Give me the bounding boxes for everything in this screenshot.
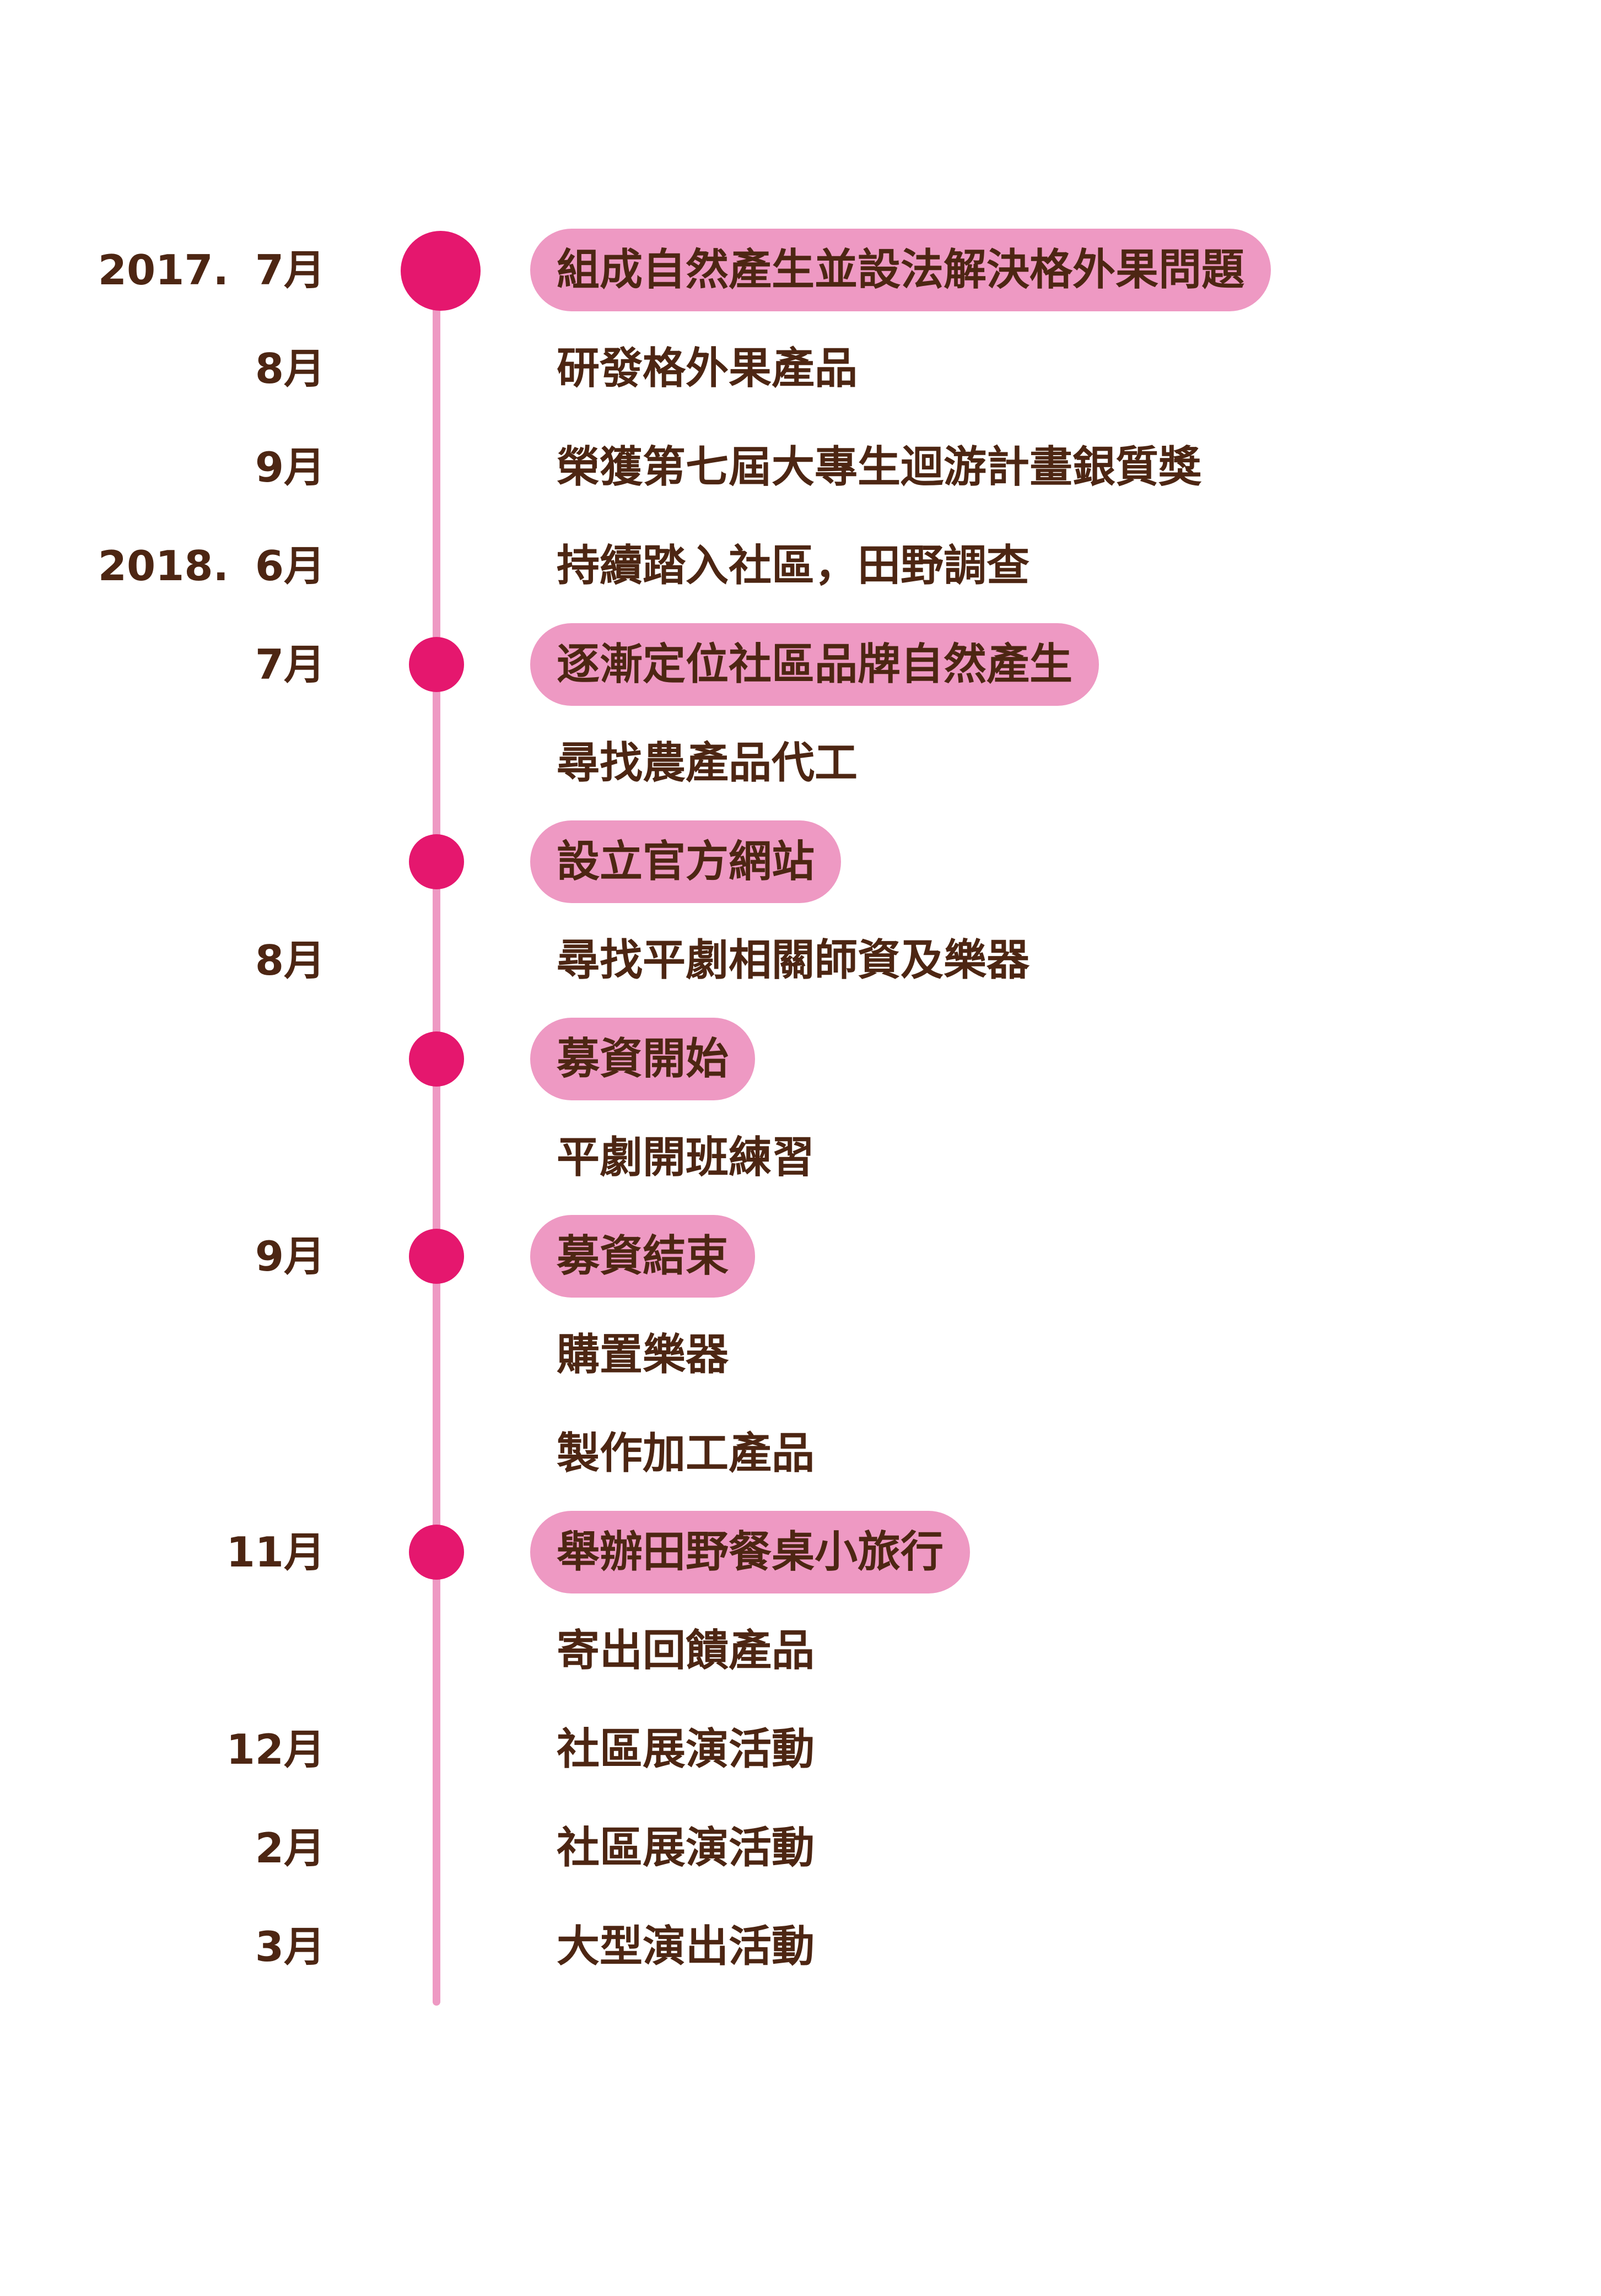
event-label: 製作加工產品	[557, 1429, 815, 1478]
timeline-dot	[409, 1525, 464, 1580]
timeline-dot	[409, 1229, 464, 1284]
timeline-dot	[409, 1031, 464, 1087]
timeline-row: 9月 募資結束	[0, 1215, 1601, 1298]
event-label: 尋找農產品代工	[557, 738, 858, 788]
event-label: 社區展演活動	[557, 1823, 815, 1873]
month-label: 9月	[255, 1232, 325, 1281]
timeline-row: 8月 尋找平劇相關師資及樂器	[0, 919, 1601, 1002]
timeline-row: 寄出回饋產品	[0, 1609, 1601, 1692]
event-label: 大型演出活動	[557, 1922, 815, 1971]
timeline-row: 尋找農產品代工	[0, 722, 1601, 804]
timeline-row: 2018. 6月 持續踏入社區，田野調查	[0, 525, 1601, 607]
month-label: 3月	[255, 1922, 325, 1971]
timeline-row: 9月 榮獲第七屆大專生迴游計畫銀質獎	[0, 426, 1601, 509]
timeline-row: 募資開始	[0, 1018, 1601, 1100]
milestone-event: 逐漸定位社區品牌自然產生	[530, 623, 1099, 706]
timeline-row: 3月 大型演出活動	[0, 1905, 1601, 1988]
timeline-dot	[401, 231, 481, 311]
milestone-event: 募資結束	[530, 1215, 756, 1298]
event-label: 社區展演活動	[557, 1725, 815, 1774]
month-label: 6月	[255, 542, 325, 590]
milestone-event: 舉辦田野餐桌小旅行	[530, 1511, 971, 1593]
timeline-row: 12月 社區展演活動	[0, 1708, 1601, 1791]
event-label: 研發格外果產品	[557, 344, 858, 393]
event-label: 持續踏入社區，田野調查	[557, 541, 1030, 591]
milestone-event: 設立官方網站	[530, 820, 842, 903]
timeline-dot	[409, 637, 464, 692]
timeline-dot	[409, 834, 464, 889]
event-label: 寄出回饋產品	[557, 1626, 815, 1676]
timeline-row: 8月 研發格外果產品	[0, 327, 1601, 410]
month-label: 8月	[255, 344, 325, 393]
timeline-row: 2017. 7月 組成自然產生並設法解決格外果問題	[0, 229, 1601, 311]
event-label: 榮獲第七屆大專生迴游計畫銀質獎	[557, 442, 1202, 492]
milestone-event: 組成自然產生並設法解決格外果問題	[530, 229, 1271, 311]
milestone-event: 募資開始	[530, 1018, 756, 1100]
timeline-row: 購置樂器	[0, 1314, 1601, 1396]
timeline-row: 7月 逐漸定位社區品牌自然產生	[0, 623, 1601, 706]
year-label: 2017.	[98, 246, 229, 294]
month-label: 11月	[226, 1528, 325, 1576]
month-label: 7月	[255, 640, 325, 689]
event-label: 購置樂器	[557, 1330, 729, 1380]
event-label: 尋找平劇相關師資及樂器	[557, 936, 1030, 985]
month-label: 7月	[255, 246, 325, 294]
month-label: 9月	[255, 443, 325, 491]
timeline-row: 平劇開班練習	[0, 1116, 1601, 1199]
year-label: 2018.	[98, 542, 229, 590]
timeline-row: 2月 社區展演活動	[0, 1807, 1601, 1889]
month-label: 12月	[226, 1725, 325, 1774]
month-label: 2月	[255, 1824, 325, 1872]
timeline-row: 11月 舉辦田野餐桌小旅行	[0, 1511, 1601, 1593]
month-label: 8月	[255, 936, 325, 985]
timeline-row: 製作加工產品	[0, 1412, 1601, 1495]
event-label: 平劇開班練習	[557, 1133, 815, 1182]
timeline-row: 設立官方網站	[0, 820, 1601, 903]
